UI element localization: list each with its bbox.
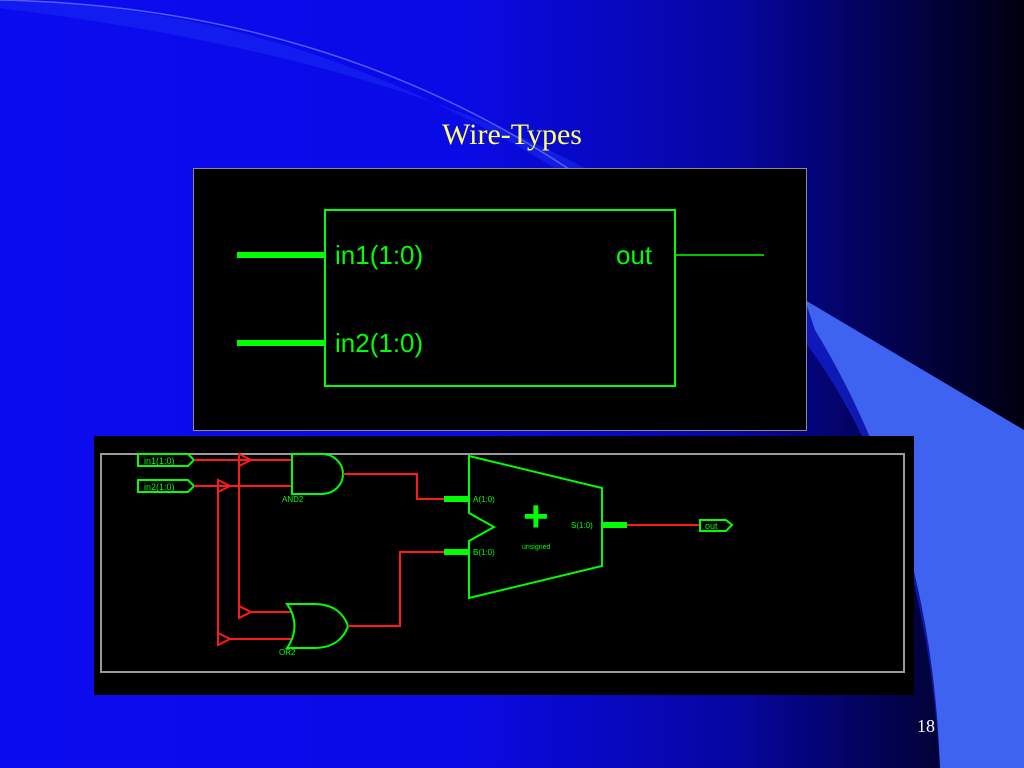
svg-text:out: out	[705, 521, 718, 531]
svg-text:in1(1:0): in1(1:0)	[144, 456, 175, 466]
adder: A(1:0) B(1:0) S(1:0) + unsigned	[468, 454, 603, 600]
page-number: 18	[917, 716, 935, 736]
slide-title: Wire-Types	[442, 118, 582, 151]
component-body	[324, 209, 676, 387]
or-gate-label: OR2	[279, 648, 296, 657]
port-in1-label: in1(1:0)	[335, 240, 423, 270]
gate-output-wiring	[343, 473, 469, 627]
adder-port-a: A(1:0)	[473, 495, 495, 504]
adder-plus-symbol: +	[523, 492, 549, 541]
sheet-border	[100, 453, 905, 673]
adder-port-b: B(1:0)	[473, 548, 495, 557]
input-port-in2: in2(1:0)	[137, 479, 196, 493]
adder-type-label: unsigned	[522, 544, 551, 551]
port-in2-label: in2(1:0)	[335, 328, 423, 358]
port-out-label: out	[616, 240, 653, 270]
adder-port-s: S(1:0)	[571, 521, 593, 530]
input-port-in1: in1(1:0)	[137, 453, 196, 467]
output-port-out: out	[699, 519, 734, 532]
and-gate: AND2	[282, 453, 344, 504]
gate-level-schematic: in1(1:0) in2(1:0)	[94, 436, 914, 695]
and-gate-label: AND2	[282, 495, 304, 504]
or-gate: OR2	[279, 603, 350, 657]
svg-text:in2(1:0): in2(1:0)	[144, 482, 175, 492]
input-wiring	[194, 452, 292, 647]
block-symbol-schematic: in1(1:0) in2(1:0) out	[193, 168, 807, 431]
